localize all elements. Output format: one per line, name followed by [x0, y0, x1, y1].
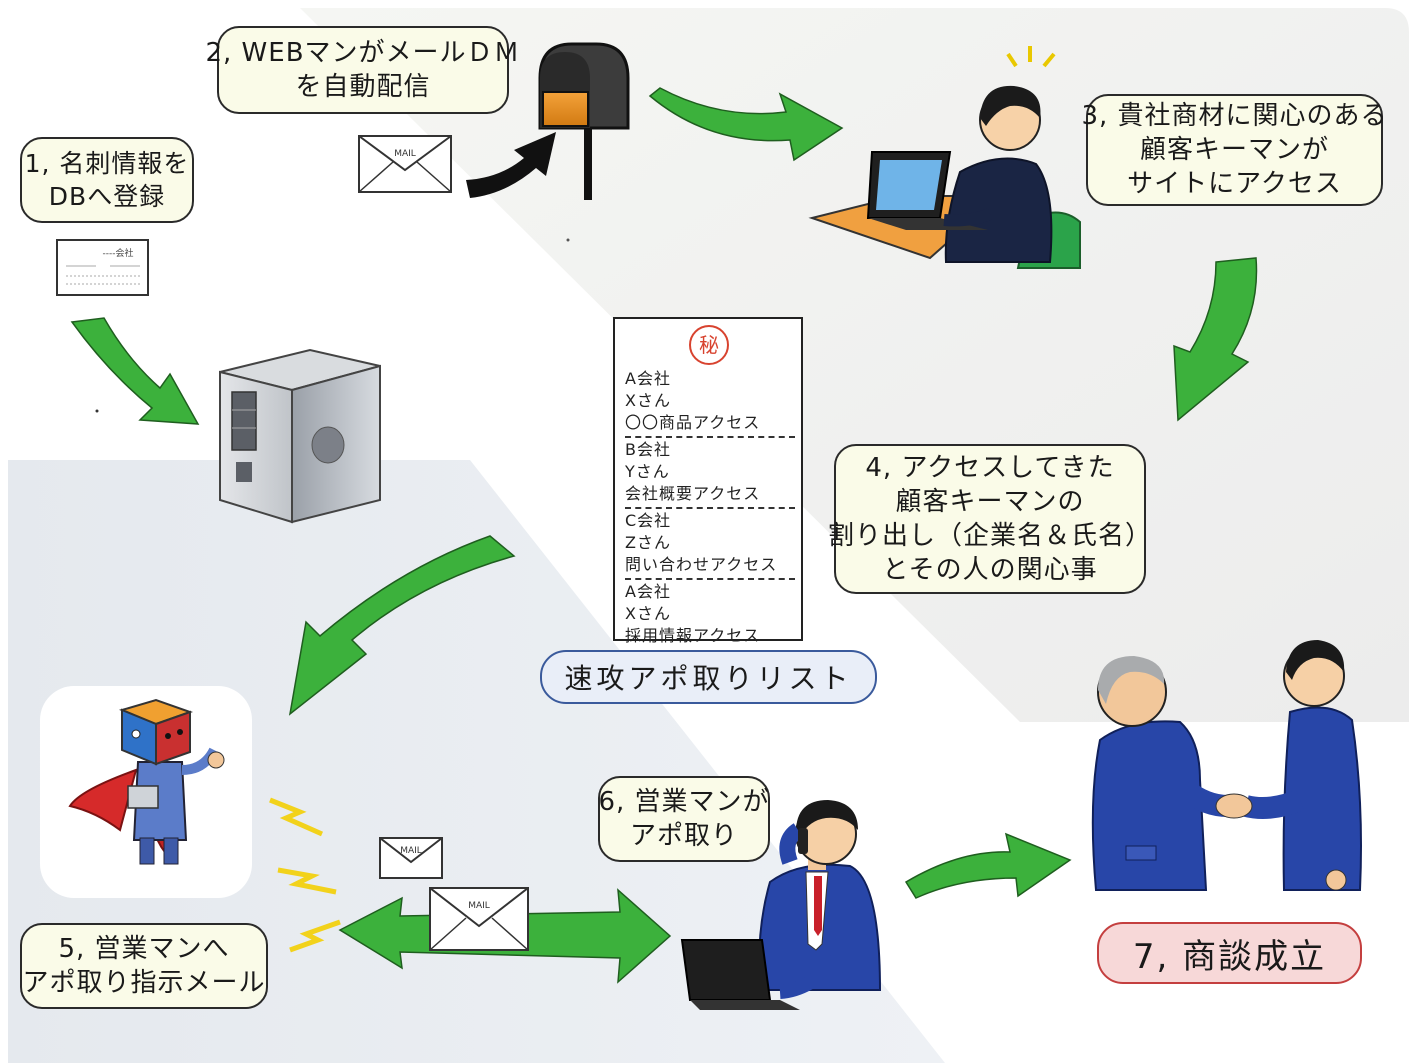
step2-line1: 2, WEBマンがメールＤＭ [205, 38, 521, 68]
step6-callout: 6, 営業マンが アポ取り [598, 776, 770, 862]
list-item: A会社 Xさん 採用情報アクセス [625, 580, 795, 649]
step4-callout: 4, アクセスしてきた 顧客キーマンの 割り出し（企業名＆氏名） とその人の関心… [828, 444, 1151, 594]
step5-line2: アポ取り指示メール [22, 968, 266, 998]
step6-line1: 6, 営業マンが [598, 787, 770, 817]
step4-line2: 顧客キーマンの [895, 487, 1085, 517]
list-interest: 〇〇商品アクセス [625, 413, 761, 432]
arrow-server-to-mascot [288, 535, 516, 716]
background-region-bottom [8, 460, 945, 1063]
mail-label: MAIL [394, 149, 416, 159]
speck [95, 409, 99, 413]
envelope-icon-small: MAIL [379, 837, 443, 879]
list-caption: 速攻アポ取りリスト [540, 650, 877, 704]
step3-callout: 3, 貴社商材に関心のある 顧客キーマンが サイトにアクセス [1081, 94, 1387, 206]
arrow-envelope-to-mailbox [466, 132, 556, 198]
step6-line2: アポ取り [629, 821, 738, 851]
business-card-icon: ----会社 [56, 239, 149, 296]
step4-line3: 割り出し（企業名＆氏名） [828, 521, 1153, 551]
step7-deal-box: 7, 商談成立 [1097, 922, 1362, 984]
step2-line2: を自動配信 [295, 72, 431, 102]
arrow-mailbox-to-user [648, 87, 844, 162]
list-item: A会社 Xさん 〇〇商品アクセス [625, 367, 795, 438]
step3-line2: 顧客キーマンが [1139, 135, 1329, 165]
mail-label-small: MAIL [400, 846, 422, 856]
list-person: Yさん [625, 462, 670, 481]
step1-line2: DBへ登録 [48, 182, 166, 211]
secret-list-entries: A会社 Xさん 〇〇商品アクセス B会社 Yさん 会社概要アクセス C会社 Zさ… [625, 367, 795, 649]
step1-callout: 1, 名刺情報を DBへ登録 [20, 137, 194, 223]
mail-label-large: MAIL [468, 901, 490, 911]
list-company: A会社 [625, 582, 671, 601]
secret-seal-icon: 秘 [689, 325, 729, 365]
arrow-user-to-step4 [1173, 257, 1258, 422]
arrow-salesman-to-deal [904, 832, 1072, 899]
list-interest: 会社概要アクセス [625, 484, 761, 503]
list-person: Xさん [625, 604, 671, 623]
step5-callout: 5, 営業マンへ アポ取り指示メール [20, 923, 268, 1009]
list-interest: 問い合わせアクセス [625, 555, 778, 574]
step5-line1: 5, 営業マンへ [58, 934, 230, 964]
list-item: B会社 Yさん 会社概要アクセス [625, 438, 795, 509]
list-person: Zさん [625, 533, 671, 552]
handshake-icon [1091, 640, 1362, 891]
step2-callout: 2, WEBマンがメールＤＭ を自動配信 [205, 26, 520, 114]
step3-line1: 3, 貴社商材に関心のある [1081, 101, 1388, 131]
step3-line3: サイトにアクセス [1127, 169, 1342, 199]
step1-line1: 1, 名刺情報を [24, 149, 190, 178]
list-company: C会社 [625, 511, 672, 530]
list-interest: 採用情報アクセス [625, 626, 761, 645]
business-card-company: ----会社 [103, 247, 134, 259]
server-icon [219, 348, 381, 524]
salesman-phone-icon [680, 800, 882, 1010]
list-company: A会社 [625, 369, 671, 388]
speck [566, 238, 570, 242]
envelope-icon-top: MAIL [358, 135, 452, 193]
list-item: C会社 Zさん 問い合わせアクセス [625, 509, 795, 580]
step4-line4: とその人の関心事 [882, 555, 1098, 585]
secret-list-card: 秘 A会社 Xさん 〇〇商品アクセス B会社 Yさん 会社概要アクセス C会社 … [613, 317, 803, 645]
laptop-user-icon [808, 46, 1081, 269]
arrow-card-to-server [70, 317, 200, 425]
envelope-icon-large: MAIL [429, 887, 529, 951]
mascot-icon [40, 686, 252, 898]
step4-line1: 4, アクセスしてきた [865, 453, 1115, 483]
mailbox-icon [538, 42, 630, 200]
list-person: Xさん [625, 391, 671, 410]
list-company: B会社 [625, 440, 671, 459]
lightning-icon [269, 797, 341, 953]
